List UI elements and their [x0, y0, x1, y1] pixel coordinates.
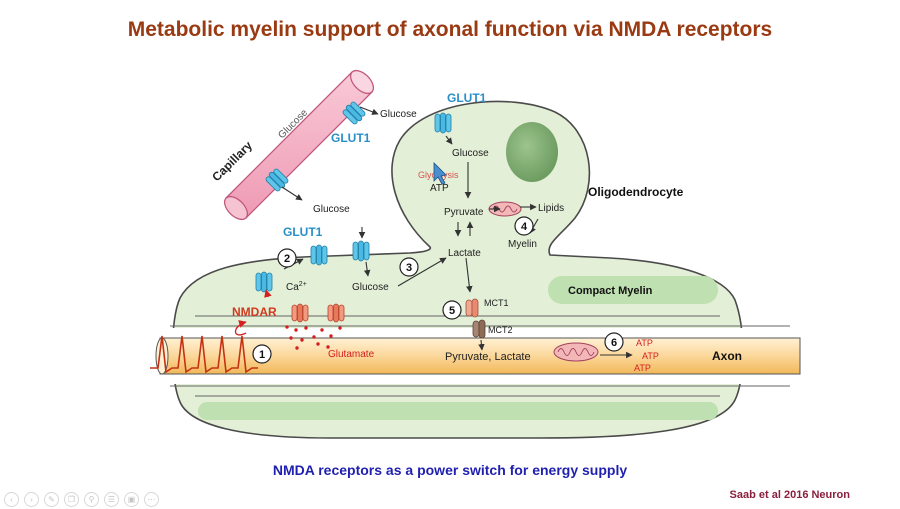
- atp-output-1: ATP: [636, 338, 653, 348]
- mct1-label: MCT1: [484, 298, 509, 308]
- next-icon[interactable]: ›: [24, 492, 39, 507]
- step-4: 4: [514, 216, 534, 236]
- nmdar-receptor: [291, 303, 309, 323]
- lactate-label: Lactate: [448, 248, 481, 259]
- mct2-transporter: [472, 319, 486, 339]
- caption-icon[interactable]: ▣: [124, 492, 139, 507]
- mct1-transporter: [465, 298, 479, 318]
- glut1-membrane-transporter: [310, 244, 328, 266]
- oligodendrocyte-label: Oligodendrocyte: [588, 185, 684, 199]
- menu-icon[interactable]: ☰: [104, 492, 119, 507]
- step-3: 3: [399, 257, 419, 277]
- glut1-capillary-label: GLUT1: [331, 131, 371, 145]
- cursor-icon: [433, 162, 447, 185]
- action-potential-spikes: [150, 335, 258, 374]
- nmdar-label: NMDAR: [232, 305, 277, 319]
- subtitle: NMDA receptors as a power switch for ene…: [272, 462, 628, 478]
- pen-icon[interactable]: ✎: [44, 492, 59, 507]
- more-icon[interactable]: ⋯: [144, 492, 159, 507]
- step-5: 5: [442, 300, 462, 320]
- citation: Saab et al 2016 Neuron: [729, 489, 850, 501]
- glucose-top-label: Glucose: [380, 109, 417, 120]
- mitochondrion-axon: [553, 342, 599, 362]
- glut1-lower-label: GLUT1: [283, 225, 323, 239]
- glut1-oligodendrocyte-transporter: [434, 112, 452, 134]
- svg-text:5: 5: [449, 305, 455, 317]
- page-title: Metabolic myelin support of axonal funct…: [127, 18, 773, 41]
- mct2-label: MCT2: [488, 325, 513, 335]
- compact-myelin-band: [548, 276, 718, 304]
- zoom-icon[interactable]: ⚲: [84, 492, 99, 507]
- copy-icon[interactable]: ❐: [64, 492, 79, 507]
- lipids-label: Lipids: [538, 203, 564, 214]
- svg-text:2: 2: [284, 253, 290, 265]
- capillary: [223, 69, 375, 221]
- pyruvate-label: Pyruvate: [444, 207, 484, 218]
- nmdar-receptor-2: [327, 303, 345, 323]
- svg-text:4: 4: [521, 221, 528, 233]
- calcium-label: Ca2+: [286, 281, 307, 293]
- glut1-inner-transporter: [255, 271, 273, 293]
- red-arrows: [234, 289, 272, 336]
- pyruvate-lactate-label: Pyruvate, Lactate: [445, 351, 531, 363]
- compact-myelin-band-lower: [198, 402, 718, 420]
- svg-text:6: 6: [611, 337, 617, 349]
- glut1-top-label: GLUT1: [447, 91, 487, 105]
- step-2: 2: [277, 248, 297, 268]
- svg-text:1: 1: [259, 349, 265, 361]
- glucose-mid-label: Glucose: [313, 204, 350, 215]
- svg-text:3: 3: [406, 262, 412, 274]
- compact-myelin-label: Compact Myelin: [568, 285, 653, 297]
- glutamate-dots: [285, 325, 342, 350]
- prev-icon[interactable]: ‹: [4, 492, 19, 507]
- step-1: 1: [252, 344, 272, 364]
- axon-label: Axon: [712, 349, 742, 363]
- glucose-low-label: Glucose: [352, 282, 389, 293]
- glutamate-label: Glutamate: [328, 349, 375, 360]
- atp-label: ATP: [430, 183, 449, 194]
- step-6: 6: [604, 332, 624, 352]
- oligodendrocyte-glucose-label: Glucose: [452, 148, 489, 159]
- slide-controls: ‹ › ✎ ❐ ⚲ ☰ ▣ ⋯: [4, 492, 159, 507]
- myelin-label: Myelin: [508, 239, 537, 250]
- nucleus: [506, 122, 558, 182]
- atp-output-2: ATP: [642, 351, 659, 361]
- atp-output-3: ATP: [634, 363, 651, 373]
- glut1-membrane-transporter-2: [352, 240, 370, 262]
